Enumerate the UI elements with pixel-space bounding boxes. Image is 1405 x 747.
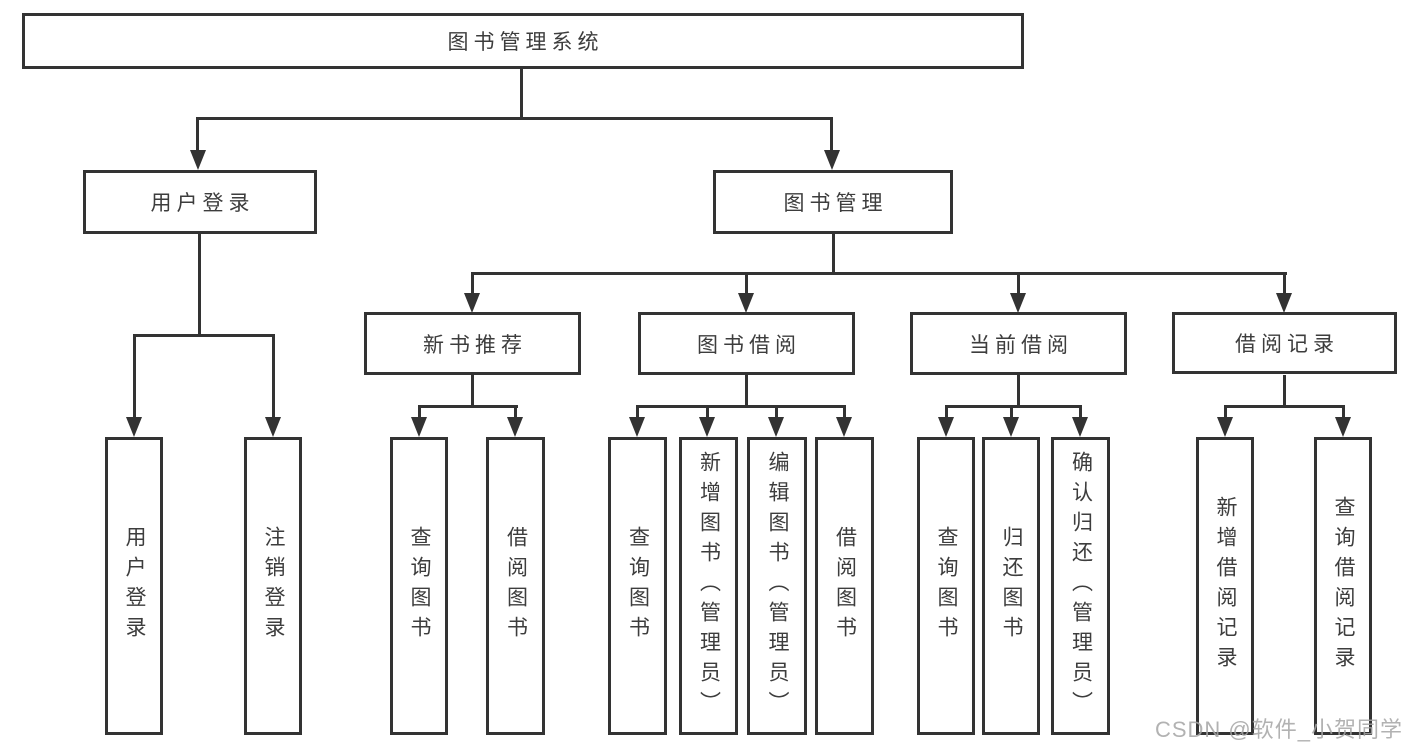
arrow-down-icon bbox=[1003, 417, 1019, 437]
arrow-down-icon bbox=[190, 150, 206, 170]
connector-line bbox=[418, 405, 518, 408]
arrow-down-icon bbox=[1010, 293, 1026, 313]
arrow-down-icon bbox=[1072, 417, 1088, 437]
leaf-edit-book-admin-label: 编辑图书（管理员） bbox=[766, 451, 789, 721]
connector-line bbox=[471, 272, 474, 296]
leaf-user-login-label: 用户登录 bbox=[123, 526, 146, 646]
leaf-borrow-books-label: 借阅图书 bbox=[833, 526, 857, 646]
leaf-borrow-books-recommend-label: 借阅图书 bbox=[504, 526, 528, 646]
connector-line bbox=[520, 68, 523, 118]
leaf-borrow-books: 借阅图书 bbox=[815, 437, 874, 735]
connector-line bbox=[636, 405, 639, 420]
leaf-query-borrow-record: 查询借阅记录 bbox=[1314, 437, 1372, 735]
leaf-logout-label: 注销登录 bbox=[262, 526, 285, 646]
csdn-watermark: CSDN @软件_小贺同学 bbox=[1154, 717, 1403, 742]
node-book-borrowing-label: 图书借阅 bbox=[697, 333, 801, 357]
leaf-borrow-books-recommend: 借阅图书 bbox=[486, 437, 545, 735]
connector-line bbox=[775, 405, 778, 420]
leaf-confirm-return-admin: 确认归还（管理员） bbox=[1051, 437, 1110, 735]
leaf-add-borrow-record: 新增借阅记录 bbox=[1196, 437, 1254, 735]
node-new-book-recommend-label: 新书推荐 bbox=[423, 333, 527, 357]
node-root-label: 图书管理系统 bbox=[447, 31, 604, 54]
node-borrowing-records-label: 借阅记录 bbox=[1235, 333, 1339, 356]
connector-line bbox=[198, 234, 201, 335]
arrow-down-icon bbox=[1217, 417, 1233, 437]
connector-line bbox=[843, 405, 846, 420]
arrow-down-icon bbox=[1335, 417, 1351, 437]
connector-line bbox=[196, 117, 199, 153]
leaf-query-borrow-record-label: 查询借阅记录 bbox=[1332, 496, 1355, 676]
connector-line bbox=[945, 405, 1082, 408]
node-current-borrowing-label: 当前借阅 bbox=[969, 333, 1073, 357]
connector-line bbox=[1079, 405, 1082, 420]
arrow-down-icon bbox=[699, 417, 715, 437]
connector-line bbox=[133, 334, 136, 419]
leaf-query-books-borrowing: 查询图书 bbox=[608, 437, 667, 735]
leaf-query-books-current-label: 查询图书 bbox=[935, 526, 958, 646]
connector-line bbox=[418, 405, 421, 420]
arrow-down-icon bbox=[411, 417, 427, 437]
connector-line bbox=[832, 234, 835, 274]
leaf-user-login: 用户登录 bbox=[105, 437, 163, 735]
connector-line bbox=[514, 405, 517, 420]
arrow-down-icon bbox=[126, 417, 142, 437]
node-current-borrowing: 当前借阅 bbox=[910, 312, 1127, 375]
connector-line bbox=[1224, 405, 1345, 408]
connector-line bbox=[1283, 375, 1286, 407]
connector-line bbox=[945, 405, 948, 420]
connector-line bbox=[1342, 405, 1345, 420]
connector-line bbox=[745, 272, 748, 296]
arrow-down-icon bbox=[464, 293, 480, 313]
node-book-management: 图书管理 bbox=[713, 170, 953, 234]
connector-line bbox=[196, 117, 833, 120]
connector-line bbox=[1224, 405, 1227, 420]
node-user-login: 用户登录 bbox=[83, 170, 317, 234]
connector-line bbox=[1283, 272, 1286, 296]
connector-line bbox=[1017, 272, 1020, 296]
leaf-query-books-borrowing-label: 查询图书 bbox=[626, 526, 650, 646]
leaf-add-book-admin: 新增图书（管理员） bbox=[679, 437, 738, 735]
connector-line bbox=[636, 405, 846, 408]
leaf-return-book-label: 归还图书 bbox=[1000, 526, 1023, 646]
arrow-down-icon bbox=[824, 150, 840, 170]
leaf-query-books-recommend: 查询图书 bbox=[390, 437, 448, 735]
connector-line bbox=[1010, 405, 1013, 420]
arrow-down-icon bbox=[1276, 293, 1292, 313]
node-new-book-recommend: 新书推荐 bbox=[364, 312, 581, 375]
connector-line bbox=[471, 375, 474, 407]
connector-line bbox=[830, 117, 833, 153]
arrow-down-icon bbox=[738, 293, 754, 313]
leaf-edit-book-admin: 编辑图书（管理员） bbox=[747, 437, 807, 735]
arrow-down-icon bbox=[938, 417, 954, 437]
leaf-confirm-return-admin-label: 确认归还（管理员） bbox=[1069, 451, 1093, 721]
connector-line bbox=[745, 375, 748, 407]
connector-line bbox=[471, 272, 1287, 275]
arrow-down-icon bbox=[265, 417, 281, 437]
node-user-login-label: 用户登录 bbox=[150, 192, 255, 215]
node-book-management-label: 图书管理 bbox=[783, 192, 888, 215]
leaf-logout: 注销登录 bbox=[244, 437, 302, 735]
arrow-down-icon bbox=[768, 417, 784, 437]
connector-line bbox=[1017, 375, 1020, 407]
leaf-query-books-current: 查询图书 bbox=[917, 437, 975, 735]
leaf-add-book-admin-label: 新增图书（管理员） bbox=[697, 451, 721, 721]
leaf-return-book: 归还图书 bbox=[982, 437, 1040, 735]
leaf-add-borrow-record-label: 新增借阅记录 bbox=[1214, 496, 1237, 676]
arrow-down-icon bbox=[507, 417, 523, 437]
arrow-down-icon bbox=[836, 417, 852, 437]
connector-line bbox=[272, 334, 275, 419]
arrow-down-icon bbox=[629, 417, 645, 437]
node-borrowing-records: 借阅记录 bbox=[1172, 312, 1397, 374]
leaf-query-books-recommend-label: 查询图书 bbox=[408, 526, 431, 646]
connector-line bbox=[133, 334, 275, 337]
node-book-borrowing: 图书借阅 bbox=[638, 312, 855, 375]
node-root-library-management-system: 图书管理系统 bbox=[22, 13, 1024, 69]
connector-line bbox=[706, 405, 709, 420]
